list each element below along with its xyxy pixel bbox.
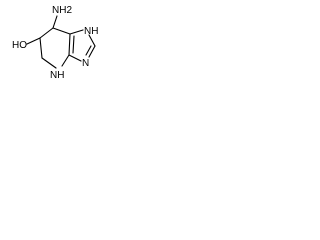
bond-nh-c3a <box>61 54 70 67</box>
structure-canvas: NH2 NH HO N NH <box>0 0 112 89</box>
bond-n3-c3a <box>68 54 82 62</box>
bond-c2-n3-double-a <box>88 45 96 58</box>
bond-c7a-n1 <box>69 29 84 35</box>
bond-c7a-c3a <box>68 33 71 56</box>
bond-n1-c2 <box>88 34 96 47</box>
nh2-label: NH2 <box>52 5 72 16</box>
bond-lines <box>26 15 96 69</box>
bond-choh-ch2 <box>39 37 43 59</box>
n-imidazole-label: N <box>82 58 89 69</box>
bond-ch2-nh <box>41 57 57 69</box>
bond-c-oh <box>26 37 41 45</box>
bond-c7a-c3a-inner <box>72 35 75 54</box>
nh-top-label: NH <box>84 26 98 37</box>
bond-c-c7a <box>52 27 71 35</box>
ho-label: HO <box>12 40 27 51</box>
chemical-structure: NH2 NH HO N NH <box>12 5 98 81</box>
bond-c-choh <box>39 27 54 39</box>
nh-bottom-label: NH <box>50 70 64 81</box>
bond-c-nh2 <box>52 15 58 29</box>
bond-c2-n3-double-b <box>85 45 92 56</box>
